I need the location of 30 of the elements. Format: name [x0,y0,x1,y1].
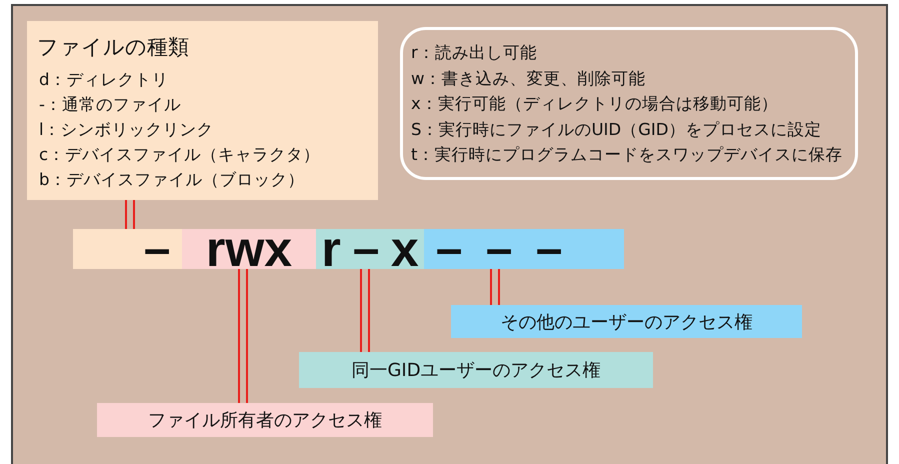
list-item: t：実行時にプログラムコードをスワップデバイスに保存 [411,144,844,166]
permission-segment [424,229,624,269]
label-box [97,403,433,437]
connector-line [490,268,500,306]
list-item: -：通常のファイル [38,94,182,116]
connector-line [238,268,248,404]
permission-string: －－－ [424,229,574,269]
permission-string: － [132,229,182,269]
connector-line [125,199,135,230]
permission-string: r－x [321,229,419,269]
list-item: w：書き込み、変更、削除可能 [411,68,646,90]
list-item: b：デバイスファイル（ブロック） [38,169,306,191]
file-type-box [27,21,378,200]
permission-key-box [400,27,858,180]
list-item: x：実行可能（ディレクトリの場合は移動可能） [411,93,779,115]
label-box [299,352,653,388]
label-text: その他のユーザーのアクセス権 [500,310,752,334]
type-segment [73,229,182,269]
list-item: d：ディレクトリ [38,69,170,91]
label-box [451,305,802,338]
connector-line [360,268,370,353]
permission-string: rwx [206,229,292,269]
label-text: 同一GIDユーザーのアクセス権 [351,359,601,382]
list-item: S：実行時にファイルのUID（GID）をプロセスに設定 [411,118,822,140]
box-heading: ファイルの種類 [37,34,190,61]
list-item: c：デバイスファイル（キャラクタ） [38,144,322,166]
permission-segment [182,229,316,269]
list-item: r：読み出し可能 [411,42,538,64]
label-text: ファイル所有者のアクセス権 [148,409,382,432]
list-item: l：シンボリックリンク [38,119,215,141]
